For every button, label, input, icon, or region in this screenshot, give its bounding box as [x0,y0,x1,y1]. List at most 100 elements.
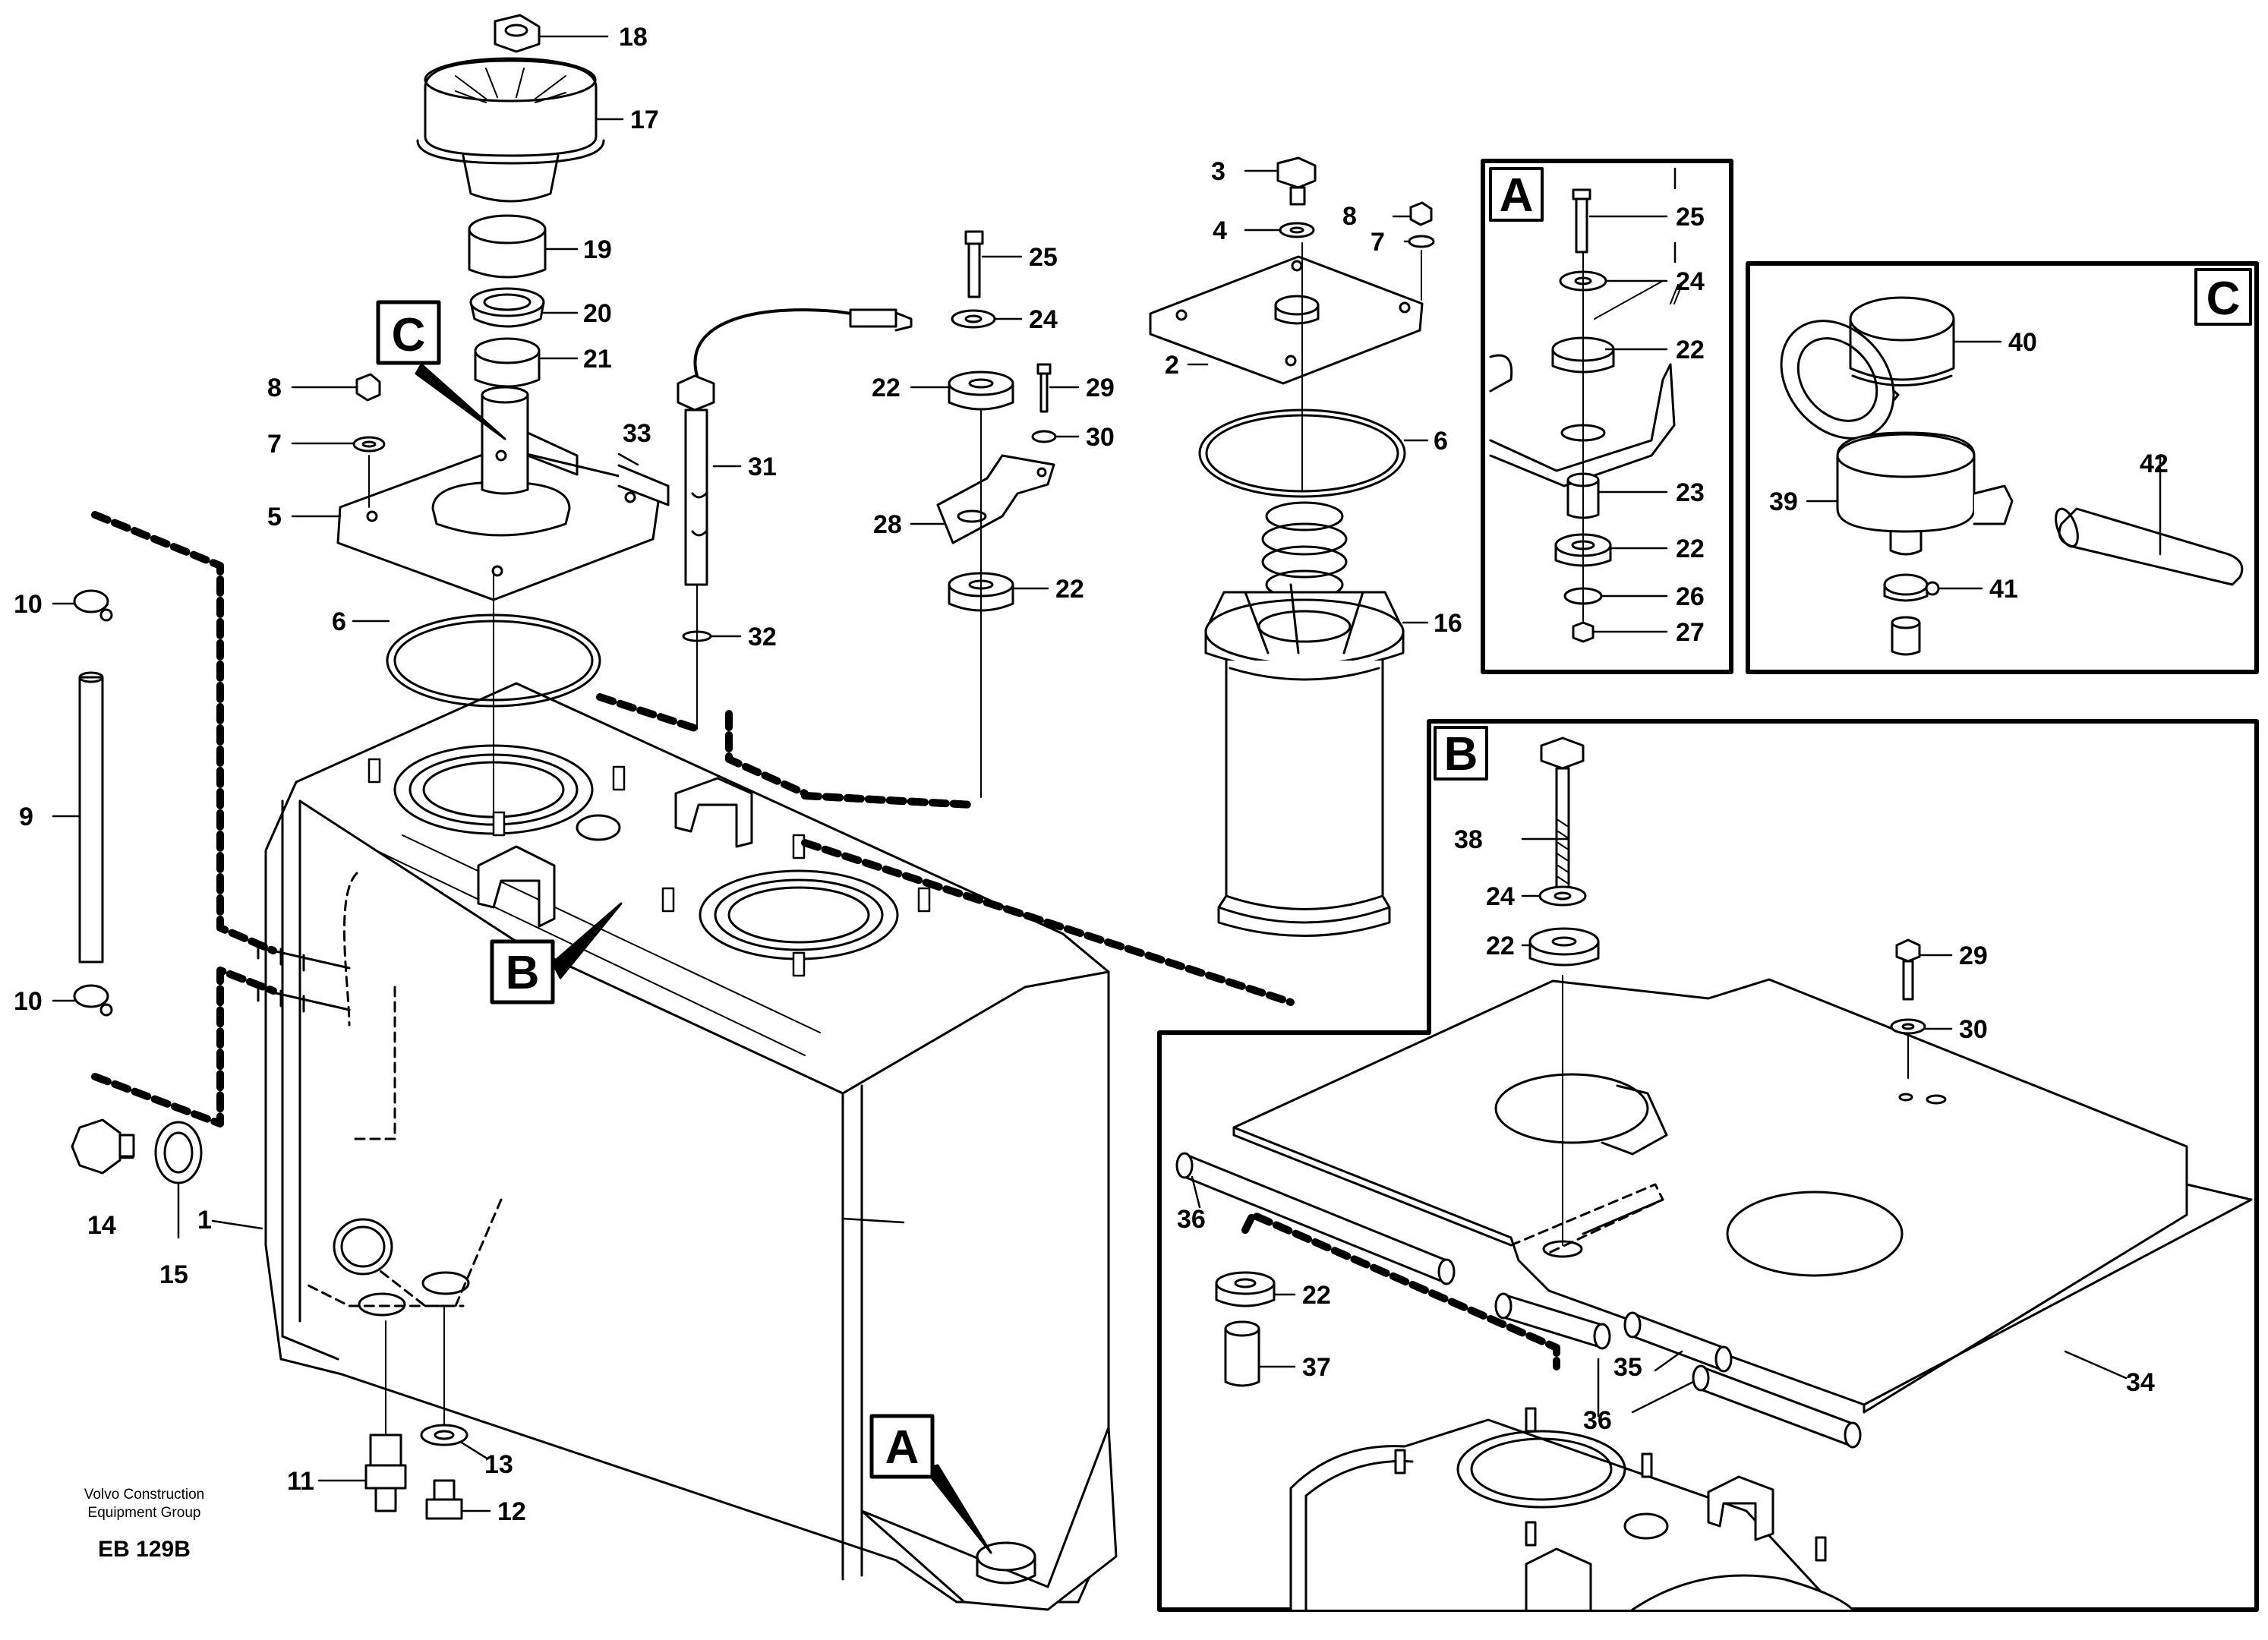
callout: 15 [159,1260,188,1289]
drain-washer-bolt [420,1305,468,1520]
detail-letter-c: C [392,309,426,361]
callout-labels: 1 2 3 4 5 6 6 7 7 8 8 9 10 10 11 12 13 1… [14,23,2169,1526]
callout: 24 [1486,882,1515,911]
mount-bracket-a [860,1426,1118,1611]
filter-dashed-line [801,839,1295,1006]
pointer-b [551,902,623,979]
callout: 22 [1486,932,1515,960]
damper-bolt-25 [964,230,984,298]
level-sensor [677,308,913,730]
bolt-29-washer-30 [1031,363,1057,443]
callout: 28 [873,510,902,539]
breather-hose-33 [617,464,670,506]
gauge-dashed-line-lower [91,967,277,1128]
callout: 37 [1302,1353,1331,1382]
leader-lines [52,35,2162,1512]
callout: 6 [332,607,346,636]
callout: 22 [1055,575,1084,604]
tank-opening-right [699,869,899,960]
callout: 24 [1676,267,1705,296]
breather-flange-5 [336,386,662,601]
level-gauge-hose [78,671,104,964]
callout: 22 [1676,336,1705,364]
tank-bracket-b [477,845,556,928]
tank-bottom-bosses [358,1271,470,1317]
washer-7-nut-8-right [1408,201,1435,301]
tank-side-port [333,1218,393,1276]
callout: 27 [1676,618,1705,647]
callout: 32 [748,623,777,651]
filter-cover-2 [1149,255,1424,385]
callout: 26 [1676,582,1705,611]
callout: 13 [484,1450,513,1479]
mount-damper-a [976,1541,1036,1585]
gauge-fittings [257,941,351,1013]
callout: 33 [623,419,651,448]
callout: 29 [1959,941,1988,970]
callout: 3 [1211,157,1225,186]
footer-drawing-code: EB 129B [98,1537,191,1562]
callout: 12 [497,1497,526,1526]
callout: 20 [583,299,612,328]
filter-spring [1261,501,1348,600]
callout: 25 [1676,203,1705,232]
callout: 25 [1029,243,1058,272]
callout: 31 [748,453,777,481]
callout: 19 [583,235,612,264]
callout: 36 [1583,1406,1612,1435]
callout: 24 [1029,305,1058,334]
breather-seal-20 [469,287,545,328]
breather-spacer-19 [468,214,547,279]
filter-cover-bolt-3 [1276,156,1317,206]
detail-letter-box-c: C [376,300,441,365]
drain-plug [71,1118,135,1175]
callout: 30 [1959,1015,1988,1044]
callout: 36 [1177,1205,1206,1234]
bracket-28 [936,454,1055,544]
callout: 40 [2008,328,2037,357]
detail-a-parts [1489,188,1683,643]
callout: 9 [19,803,33,831]
callout: 10 [14,987,43,1016]
callout: 18 [619,23,648,52]
callout: 2 [1165,351,1179,380]
detail-b-parts [1175,736,2253,1611]
callout: 41 [1989,575,2018,604]
callout: 22 [872,374,901,402]
callout: 22 [1302,1281,1331,1310]
callout: 38 [1454,825,1483,854]
breather-spacer-21 [474,337,541,388]
detail-c-frame [1746,261,2259,674]
callout: 21 [583,345,612,374]
detail-c-parts [1780,296,2244,656]
callout: 6 [1434,427,1448,456]
detail-frame-c-letter: C [2206,273,2241,325]
tank-breather-boss [576,814,621,841]
callout: 29 [1086,374,1115,402]
callout: 23 [1676,478,1705,507]
callout: 10 [14,590,43,619]
pointer-c [415,363,506,440]
damper-washer-24 [951,309,996,329]
callout: 39 [1769,487,1798,516]
callout: 8 [1342,202,1357,231]
detail-letter-box-a: A [869,1414,935,1479]
callout: 14 [87,1211,116,1240]
footer-company-line2: Equipment Group [87,1505,201,1521]
damper-22-upper [948,371,1014,411]
washer-7-nut-8-left [352,373,386,508]
callout: 34 [2126,1368,2155,1397]
callout: 35 [1613,1353,1642,1382]
detail-a-frame [1481,159,1733,674]
callout: 8 [267,374,282,402]
detail-letter-b: B [506,947,540,999]
filter-washer-4 [1279,222,1315,238]
detail-letter-a: A [885,1421,920,1474]
callout: 30 [1086,423,1115,452]
callout: 22 [1676,535,1705,563]
hose-clamp-lower [73,984,113,1017]
callout: 7 [1371,228,1385,257]
plug-seal [154,1121,203,1184]
detail-letter-box-b: B [490,939,555,1004]
